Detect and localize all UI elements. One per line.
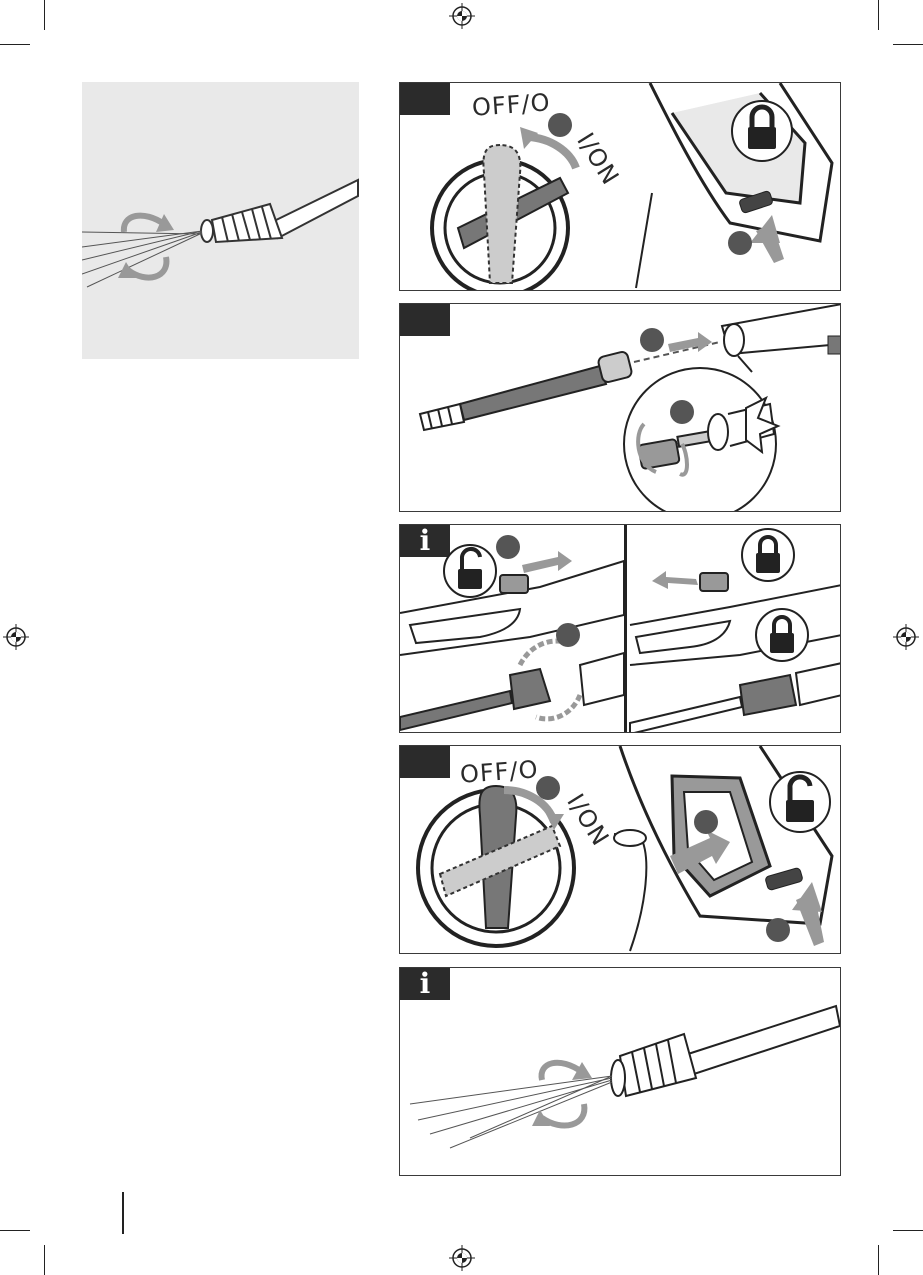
unlock-icon: [444, 545, 496, 597]
nozzle-spray-illustration: [82, 82, 359, 359]
dial-off-label: OFF/O: [471, 88, 551, 121]
rotate-arrows-icon: [118, 214, 174, 278]
step-marker: [766, 918, 790, 942]
nozzle-illustration-box: [82, 82, 359, 359]
step-panel-attach-lance: [399, 303, 841, 512]
lance-attach-illustration: [400, 304, 841, 512]
step-panel-unlock-trigger: OFF/O I/ON: [399, 745, 841, 954]
nozzle-rotate-illustration: [400, 968, 841, 1176]
step-marker: [496, 535, 520, 559]
lock-icon: [742, 529, 794, 581]
dial-off-label: OFF/O: [459, 755, 539, 788]
step-marker: [728, 231, 752, 255]
lance-lock-illustration: [400, 525, 841, 733]
step-marker: [548, 113, 572, 137]
info-panel-rotate-nozzle: i: [399, 967, 841, 1176]
registration-mark-icon: [3, 624, 29, 650]
info-panel-lance-lock: i: [399, 524, 841, 733]
step-marker: [640, 328, 664, 352]
lock-icon: [732, 101, 792, 161]
step-marker: [694, 810, 718, 834]
step-marker: [670, 400, 694, 424]
step-marker: [556, 623, 580, 647]
registration-mark-icon: [449, 1245, 475, 1271]
lock-icon: [756, 609, 808, 661]
step-panel-lock-trigger: OFF/O I/ON: [399, 82, 841, 291]
unlock-icon: [770, 772, 830, 832]
dial-off-illustration: [400, 83, 841, 291]
registration-mark-icon: [449, 3, 475, 29]
step-marker: [536, 776, 560, 800]
registration-mark-icon: [893, 624, 919, 650]
